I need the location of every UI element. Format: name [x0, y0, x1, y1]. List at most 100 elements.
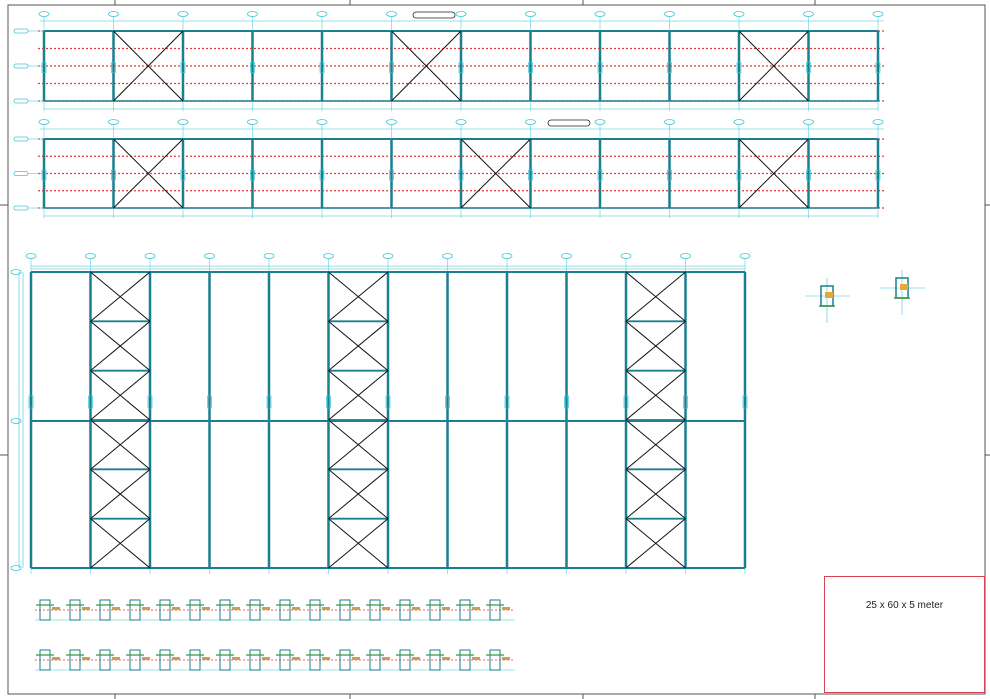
connection-plate [528, 62, 533, 73]
footing-detail [279, 599, 291, 621]
cross-brace [738, 138, 809, 209]
footing-detail [429, 599, 441, 621]
footing-detail [489, 599, 501, 621]
footing-detail [99, 599, 111, 621]
grout-layer [172, 657, 180, 660]
grid-axis-bubble [108, 11, 119, 17]
grout-layer [142, 607, 150, 610]
grout-layer [292, 607, 300, 610]
roof-brace [625, 468, 686, 520]
grout-layer [472, 607, 480, 610]
connection-plate [736, 62, 742, 73]
connection-plate [504, 395, 510, 409]
roof-brace [90, 518, 151, 569]
grid-axis-bubble [733, 119, 745, 125]
grid-axis-bubble [733, 11, 745, 17]
roof-brace [328, 320, 389, 372]
connection-plate [319, 62, 325, 73]
grout-layer [112, 607, 120, 610]
grid-axis-bubble [664, 119, 675, 125]
grid-axis-bubble [247, 119, 258, 125]
footing-detail [249, 649, 261, 671]
connection-plate [458, 169, 464, 181]
level-marker [13, 205, 29, 211]
grid-axis-bubble [263, 253, 275, 259]
connection-plate [875, 62, 881, 73]
bolt-plate [825, 292, 833, 298]
connection-plate [389, 62, 394, 73]
connection-plate [806, 169, 811, 181]
level-marker [13, 98, 29, 104]
grid-axis-bubble [316, 11, 328, 17]
footing-detail [339, 599, 351, 621]
connection-plate [250, 62, 255, 73]
grid-axis-bubble [803, 11, 814, 17]
grid-axis-bubble [316, 119, 328, 125]
footing-detail [249, 599, 261, 621]
grid-axis-bubble [664, 11, 675, 17]
connection-plate [326, 395, 331, 409]
grout-layer [142, 657, 150, 660]
grout-layer [172, 607, 180, 610]
cross-brace [460, 138, 531, 209]
roof-brace [328, 518, 389, 569]
roof-brace [90, 271, 151, 322]
connection-plate [875, 169, 881, 181]
footing-detail [189, 599, 201, 621]
grout-layer [52, 607, 60, 610]
footing-detail [69, 599, 81, 621]
connection-plate [41, 169, 47, 181]
grid-axis-bubble [872, 11, 884, 17]
footing-detail [69, 649, 81, 671]
level-marker [13, 28, 29, 34]
roof-brace [90, 419, 151, 470]
grout-layer [262, 607, 270, 610]
grid-axis-bubble [561, 253, 572, 259]
cross-brace [113, 30, 184, 102]
connection-plate [742, 395, 748, 409]
footing-detail [399, 599, 411, 621]
grid-axis-bubble [525, 11, 536, 17]
roof-brace [625, 370, 686, 421]
connection-plate [385, 395, 391, 409]
grout-layer [412, 607, 420, 610]
grid-axis-bubble [872, 119, 884, 125]
cross-brace [391, 30, 462, 102]
grout-layer [352, 657, 360, 660]
grout-layer [112, 657, 120, 660]
roof-brace [625, 271, 686, 322]
title-block: 25 x 60 x 5 meter [824, 576, 985, 693]
level-marker [13, 136, 29, 142]
roof-brace [328, 370, 389, 421]
connection-plate [180, 62, 186, 73]
connection-plate [180, 169, 186, 181]
connection-plate [389, 169, 394, 181]
grout-layer [412, 657, 420, 660]
footing-detail [459, 649, 471, 671]
connection-plate [564, 395, 569, 409]
grout-layer [382, 607, 390, 610]
grid-axis-bubble [25, 253, 37, 259]
grout-layer [352, 607, 360, 610]
roof-brace [625, 419, 686, 470]
grid-axis-bubble [594, 119, 606, 125]
grid-axis-bubble [177, 119, 189, 125]
roof-brace [328, 271, 389, 322]
connection-plate [250, 169, 255, 181]
grid-axis-bubble [386, 11, 397, 17]
grout-layer [472, 657, 480, 660]
grout-layer [52, 657, 60, 660]
roof-brace [90, 468, 151, 520]
footing-detail [429, 649, 441, 671]
grout-layer [82, 657, 90, 660]
view-label [412, 11, 456, 19]
grid-axis-bubble [144, 253, 156, 259]
roof-brace [625, 518, 686, 569]
grid-axis-bubble [382, 253, 394, 259]
grid-axis-bubble [10, 565, 22, 571]
grout-layer [322, 657, 330, 660]
connection-plate [28, 395, 34, 409]
grid-axis-bubble [10, 418, 22, 424]
grout-layer [442, 657, 450, 660]
